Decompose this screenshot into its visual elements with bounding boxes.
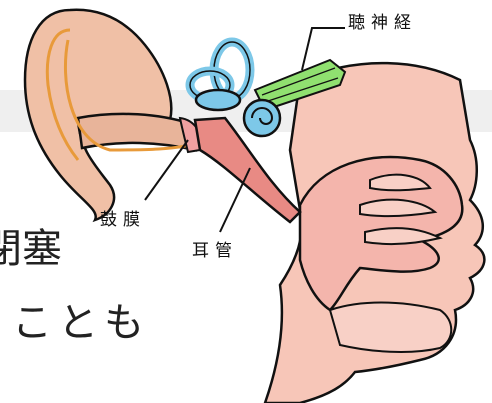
label-eardrum: 鼓膜 <box>100 205 146 230</box>
label-auditory-nerve: 聴神経 <box>348 8 417 33</box>
oral-cavity <box>330 303 451 352</box>
label-eustachian-tube: 耳管 <box>192 236 238 261</box>
eustachian-tube-shape <box>195 118 300 222</box>
